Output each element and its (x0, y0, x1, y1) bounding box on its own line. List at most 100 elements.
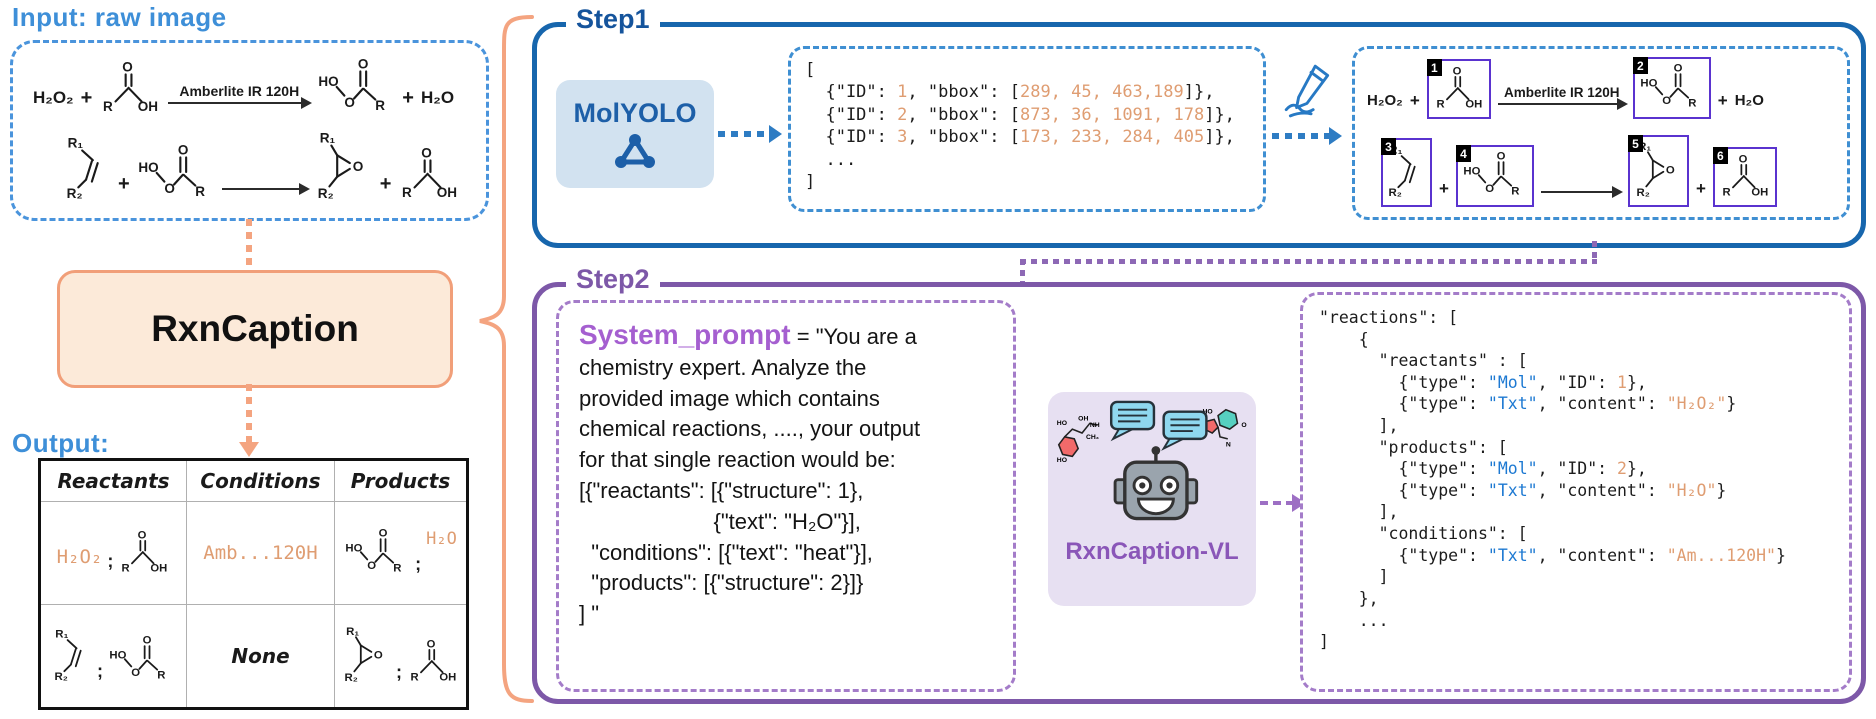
detection-bbox-1: 1 O R OH (1426, 59, 1491, 119)
plus-sign: + (1439, 179, 1449, 198)
svg-text:R: R (393, 563, 401, 574)
molecule-epoxide: R₁ O R₂ (315, 131, 373, 204)
svg-text:N: N (1226, 442, 1231, 449)
svg-text:O: O (427, 638, 436, 650)
svg-text:O: O (138, 529, 147, 541)
connector-horizontal (1020, 259, 1597, 264)
arrow-shaft (1497, 98, 1628, 109)
svg-text:R₂: R₂ (1636, 187, 1649, 197)
svg-text:R₂: R₂ (55, 671, 68, 681)
molecule-alkene: R₁ R₂ (53, 627, 92, 686)
svg-text:O: O (143, 634, 152, 646)
arrow-shaft (168, 97, 313, 108)
reactions-json-box: "reactions": [ { "reactants" : [ {"type"… (1300, 292, 1852, 692)
svg-text:O: O (123, 60, 134, 75)
molecule-peroxyacid-svg: HO O O R (138, 143, 205, 200)
table-cell-r1-reactants: H₂O₂ ; O R OH (41, 501, 186, 604)
svg-text:HO: HO (138, 160, 158, 175)
molecule-alkene-svg: R₁ R₂ (55, 628, 82, 683)
arrow-shaft (1540, 186, 1623, 197)
svg-text:O: O (422, 146, 433, 161)
svg-text:OH: OH (1078, 415, 1088, 422)
flow-arrow-input-to-rxncaption (246, 219, 252, 268)
svg-text:NH: NH (1090, 422, 1100, 429)
input-reaction-1: H₂O₂ + O R OH Amberlite IR 120H HO O O R… (33, 57, 454, 118)
molecule-peroxyacid: HO O O R (1639, 62, 1705, 114)
formula-h2o2: H₂O₂ (1367, 92, 1403, 109)
molecule-carboxylic-acid: O R OH (1433, 64, 1485, 114)
molyolo-label: MolYOLO (573, 97, 697, 128)
svg-text:OH: OH (151, 562, 168, 573)
svg-text:HO: HO (109, 649, 126, 661)
detection-bbox-5: 5 R₁ O R₂ (1627, 135, 1689, 207)
svg-text:HO: HO (1640, 77, 1657, 89)
molecule-network-icon (615, 133, 655, 168)
annotated-reaction-1: H₂O₂ + 1 O R OH Amberlite IR 120H 2 HO O (1367, 57, 1764, 119)
reaction-arrow: Amberlite IR 120H (168, 83, 313, 108)
rxncaption-vl-box: HO OH NH CH₃ HO HO O N (1048, 392, 1256, 606)
robot-icon: HO OH NH CH₃ HO HO O N (1057, 400, 1247, 521)
svg-text:OH: OH (439, 671, 456, 682)
system-prompt-keyword: System_prompt (579, 319, 791, 350)
detection-bbox-2: 2 HO O O R (1632, 57, 1711, 119)
molecule-carboxylic-acid-svg: O R OH (103, 60, 158, 115)
plus-sign: + (402, 87, 414, 109)
svg-text:O: O (367, 560, 376, 572)
bbox-id-badge: 2 (1632, 57, 1648, 74)
separator: ; (396, 662, 402, 682)
svg-text:R₁: R₁ (68, 136, 84, 151)
output-table: Reactants Conditions Products H₂O₂ ; O R… (38, 458, 469, 710)
molecule-alkene-svg: R₁ R₂ (67, 136, 99, 201)
svg-text:OH: OH (1751, 186, 1768, 197)
svg-text:O: O (1497, 151, 1506, 163)
table-cell-r2-reactants: R₁ R₂ ; HO O O R (41, 604, 186, 707)
formula-h2o2: H₂O₂ (33, 88, 74, 107)
output-title: Output: (12, 428, 110, 458)
reactant-text: H₂O₂ (56, 546, 103, 568)
input-title: Input: raw image (12, 2, 227, 32)
col-header-reactants: Reactants (57, 469, 170, 493)
table-cell-r2-conditions: None (186, 604, 334, 707)
molecule-peroxyacid-svg: HO O O R (1640, 63, 1696, 110)
condition-text: Amb...120H (203, 542, 318, 564)
svg-text:O: O (1452, 65, 1461, 77)
svg-text:HO: HO (346, 542, 363, 554)
system-prompt-text: = "You are a chemistry expert. Analyze t… (579, 324, 921, 627)
svg-text:R: R (103, 99, 113, 113)
molecule-alkene: R₁ R₂ (65, 135, 111, 204)
rxncaption-box: RxnCaption (57, 270, 453, 388)
bbox-id-badge: 1 (1426, 59, 1442, 76)
svg-text:R₁: R₁ (319, 131, 335, 146)
dashed-arrow-model-to-output (1260, 494, 1306, 512)
plus-sign: + (1717, 91, 1728, 110)
flow-arrow-rxncaption-to-output (246, 384, 252, 442)
condition-label: Amberlite IR 120H (1504, 84, 1620, 100)
molecule-peroxyacid-svg: HO O O R (109, 634, 165, 681)
input-reaction-2: R₁ R₂ + HO O O R R₁ O R₂ + (65, 131, 460, 204)
molecule-peroxyacid: HO O O R (137, 143, 215, 204)
svg-text:OH: OH (1465, 98, 1482, 109)
molecule-peroxyacid: HO O O R (317, 57, 395, 118)
bbox-id-badge: 6 (1712, 147, 1728, 164)
svg-text:HO: HO (1057, 457, 1067, 464)
molecule-epoxide-svg: R₁ O R₂ (317, 131, 363, 201)
svg-text:O: O (178, 143, 189, 158)
svg-text:O: O (1666, 164, 1675, 176)
separator: ; (97, 660, 103, 681)
svg-text:OH: OH (138, 99, 158, 113)
separator: ; (415, 554, 422, 574)
molecule-carboxylic-acid-svg: O R OH (402, 146, 457, 201)
svg-text:CH₃: CH₃ (1086, 434, 1099, 441)
rxncaption-label: RxnCaption (151, 308, 359, 349)
svg-text:OH: OH (437, 185, 457, 199)
plus-sign: + (379, 173, 392, 195)
svg-text:R: R (1688, 98, 1696, 109)
svg-text:R₂: R₂ (1389, 187, 1402, 197)
svg-text:R: R (411, 671, 419, 682)
molecule-epoxide: R₁ O R₂ (342, 625, 391, 687)
reaction-arrow (221, 183, 310, 194)
condition-none: None (231, 644, 290, 668)
molecule-carboxylic-acid-svg: O R OH (1436, 65, 1482, 110)
detection-bbox-6: 6 O R OH (1712, 147, 1777, 207)
